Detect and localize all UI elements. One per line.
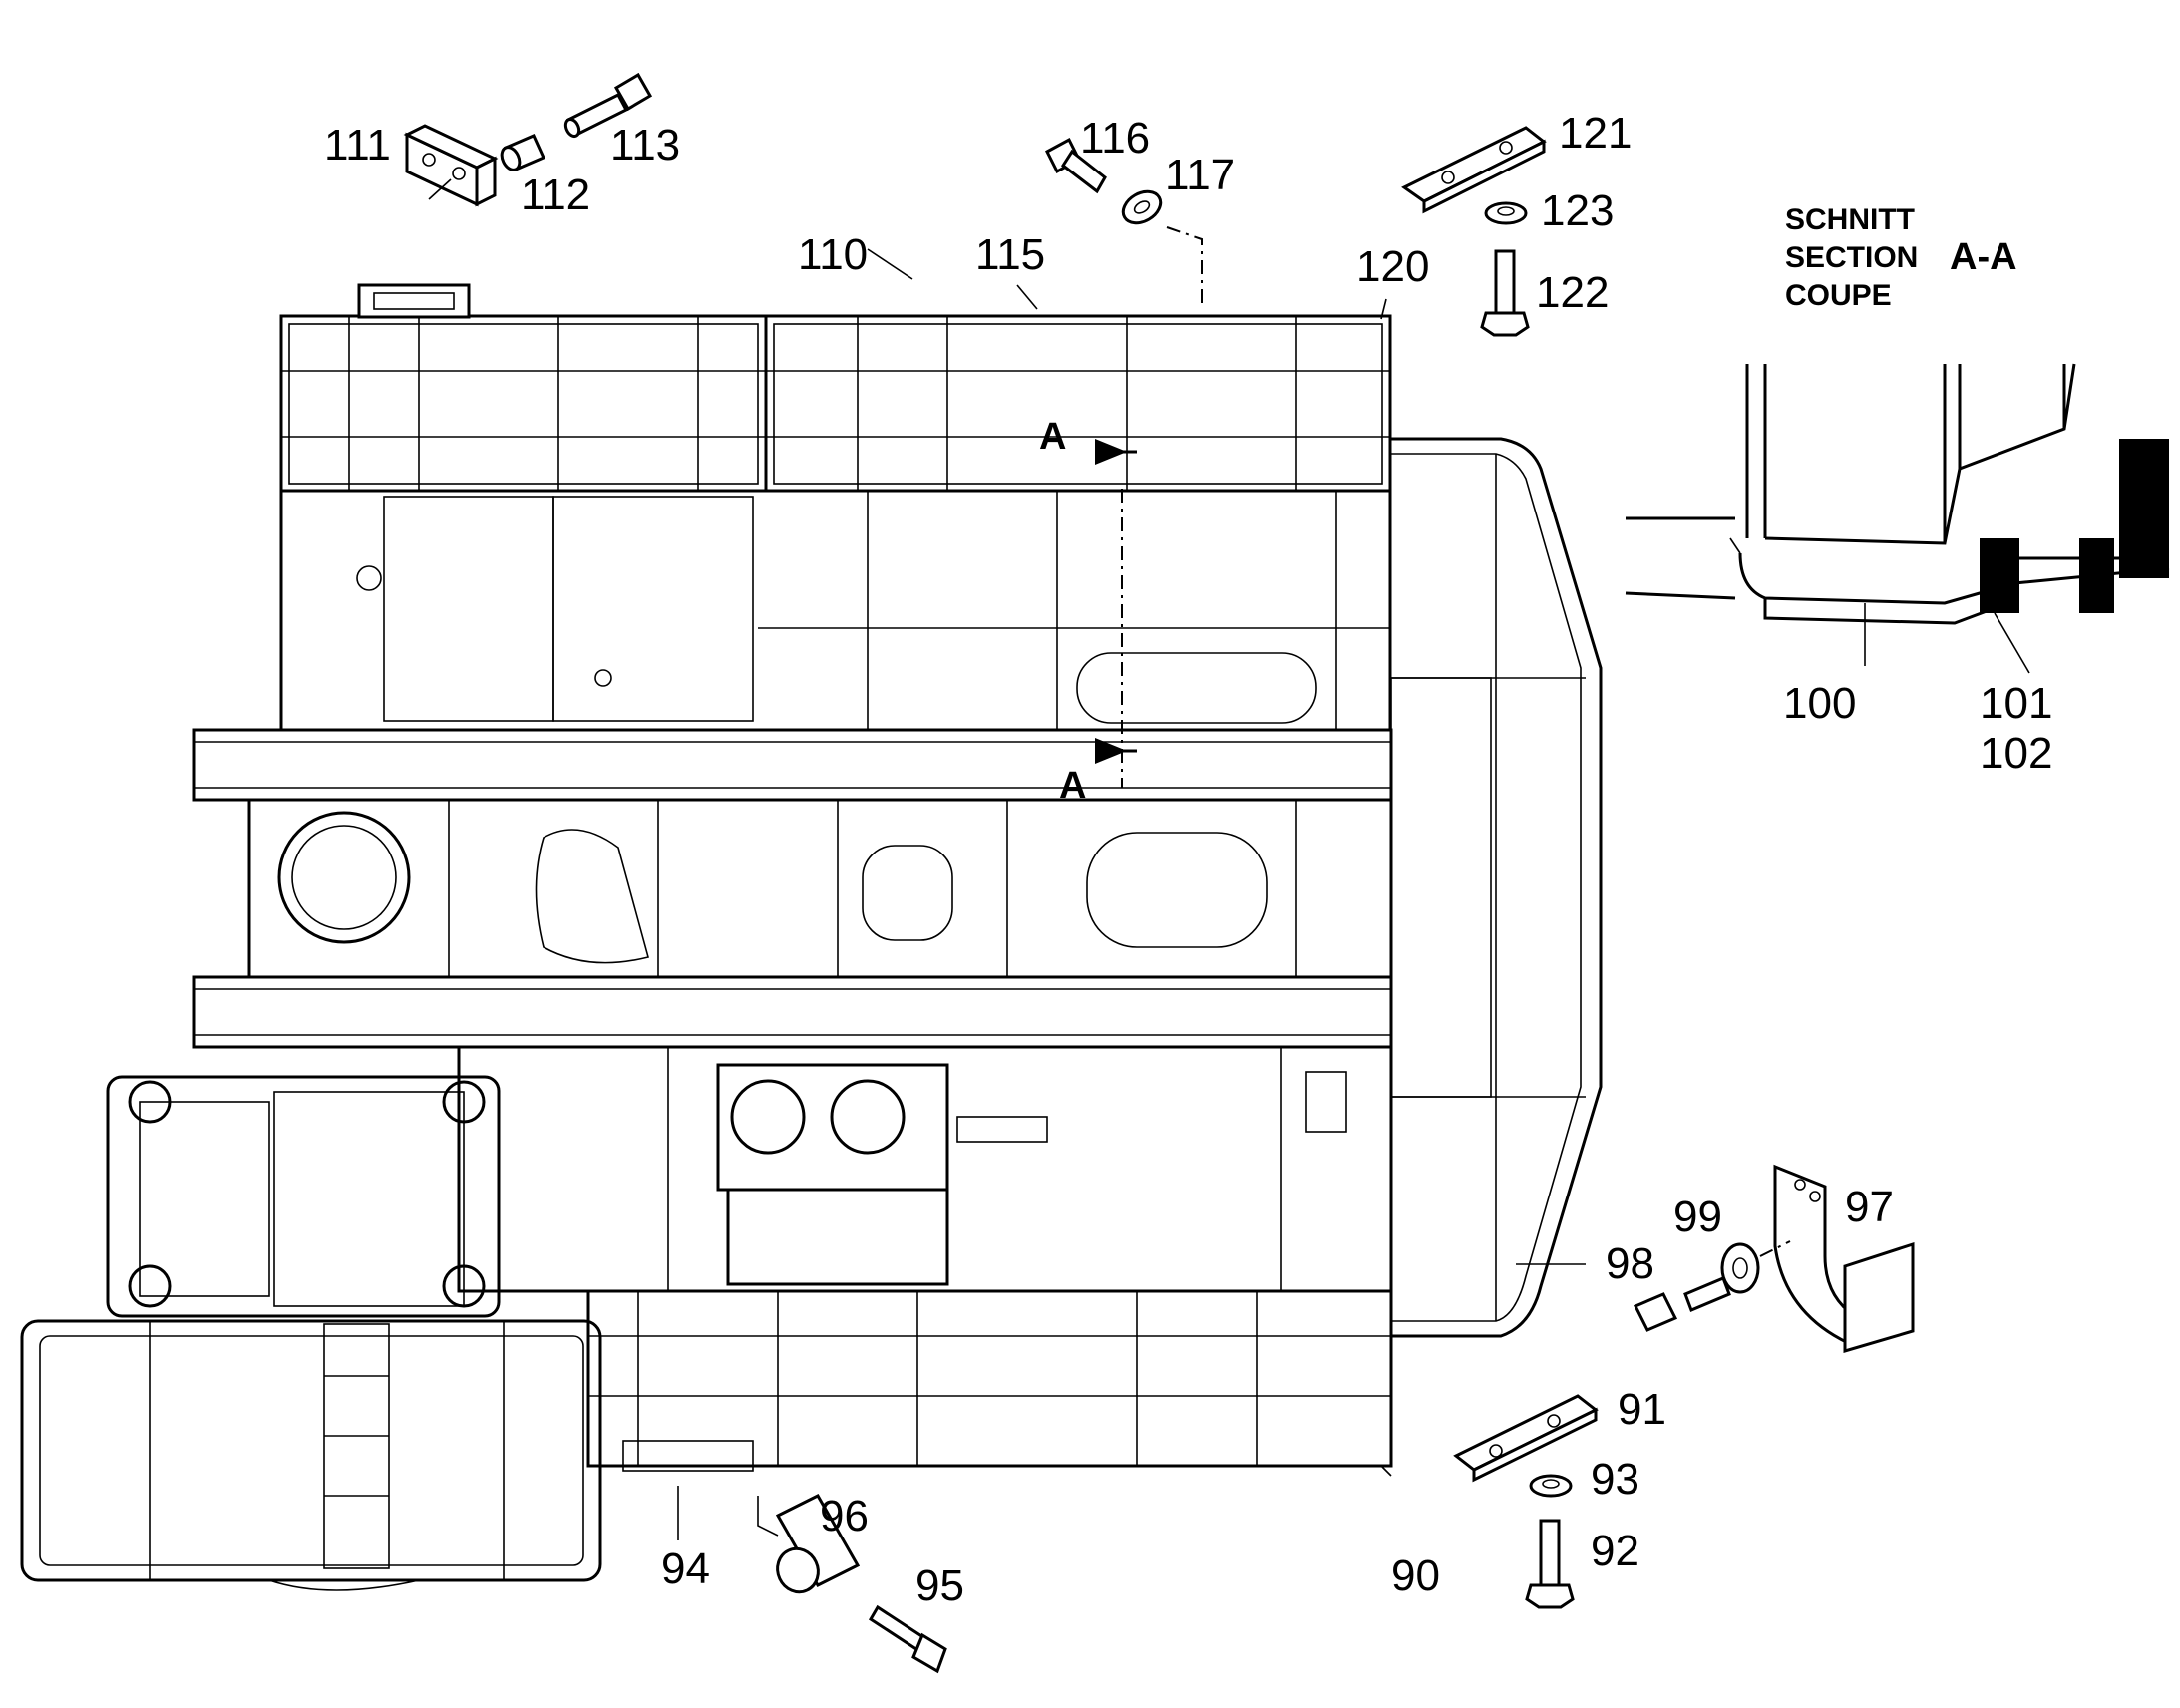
section-marker-top-label: A [1039,416,1066,458]
callout-98: 98 [1606,1239,1654,1288]
plate-91 [1453,1394,1599,1483]
section-id: A-A [1950,236,2017,278]
callout-91: 91 [1618,1385,1666,1434]
bolt-122 [1480,249,1530,337]
section-marker-top [1095,439,1137,465]
bolt-95 [868,1604,947,1674]
callout-101: 101 [1980,679,2052,728]
washer-99 [1720,1240,1791,1294]
spacer-112 [500,134,545,171]
callout-117: 117 [1165,151,1235,199]
bolt-113 [563,72,653,139]
callout-116: 116 [1080,114,1150,163]
leader-lines [677,248,1586,1540]
washer-117 [1121,189,1203,309]
callout-122: 122 [1536,268,1609,317]
callout-112: 112 [521,171,590,219]
plate-111 [403,124,499,207]
callout-97: 97 [1845,1183,1894,1231]
bolt-116 [1045,137,1107,194]
spacer-96 [757,1494,861,1594]
plate-121 [1401,126,1547,214]
frame-middle [279,489,1392,788]
bolt-98 [1633,1276,1731,1332]
callout-96: 96 [820,1492,869,1540]
washer-93 [1529,1474,1573,1498]
section-marker-bottom [1095,738,1137,764]
lower-mid-section [457,1045,1393,1293]
callout-115: 115 [975,230,1045,279]
callout-111: 111 [324,121,391,170]
section-marker-bottom-label: A [1059,765,1086,807]
main-rail-lower [192,975,1393,1049]
callout-123: 123 [1541,186,1614,235]
section-title-line2: SECTION [1785,241,1918,274]
callout-95: 95 [915,1561,964,1610]
callout-121: 121 [1559,109,1632,158]
bolt-92 [1525,1519,1575,1609]
callout-92: 92 [1591,1527,1639,1575]
callout-94: 94 [661,1544,710,1593]
section-title-line1: SCHNITT [1785,203,1915,236]
left-housing [106,1075,501,1318]
rear-counterweight [1390,437,1603,1338]
callout-102: 102 [1980,729,2052,778]
section-title-line3: COUPE [1785,279,1892,312]
center-section [247,798,1393,979]
callout-120: 120 [1356,242,1429,291]
callout-100: 100 [1783,679,1856,728]
bracket-97 [1773,1164,1915,1354]
callout-93: 93 [1591,1455,1639,1504]
upper-cab-assembly [279,283,1392,493]
callout-110: 110 [798,230,868,279]
washer-123 [1484,201,1528,225]
step-ladder [20,1319,602,1591]
main-rail-upper [192,728,1393,802]
lower-cab-assembly [586,1289,1393,1472]
callout-90: 90 [1391,1551,1440,1600]
section-detail-view [1625,363,2170,674]
callout-113: 113 [610,121,680,170]
callout-99: 99 [1673,1193,1722,1241]
